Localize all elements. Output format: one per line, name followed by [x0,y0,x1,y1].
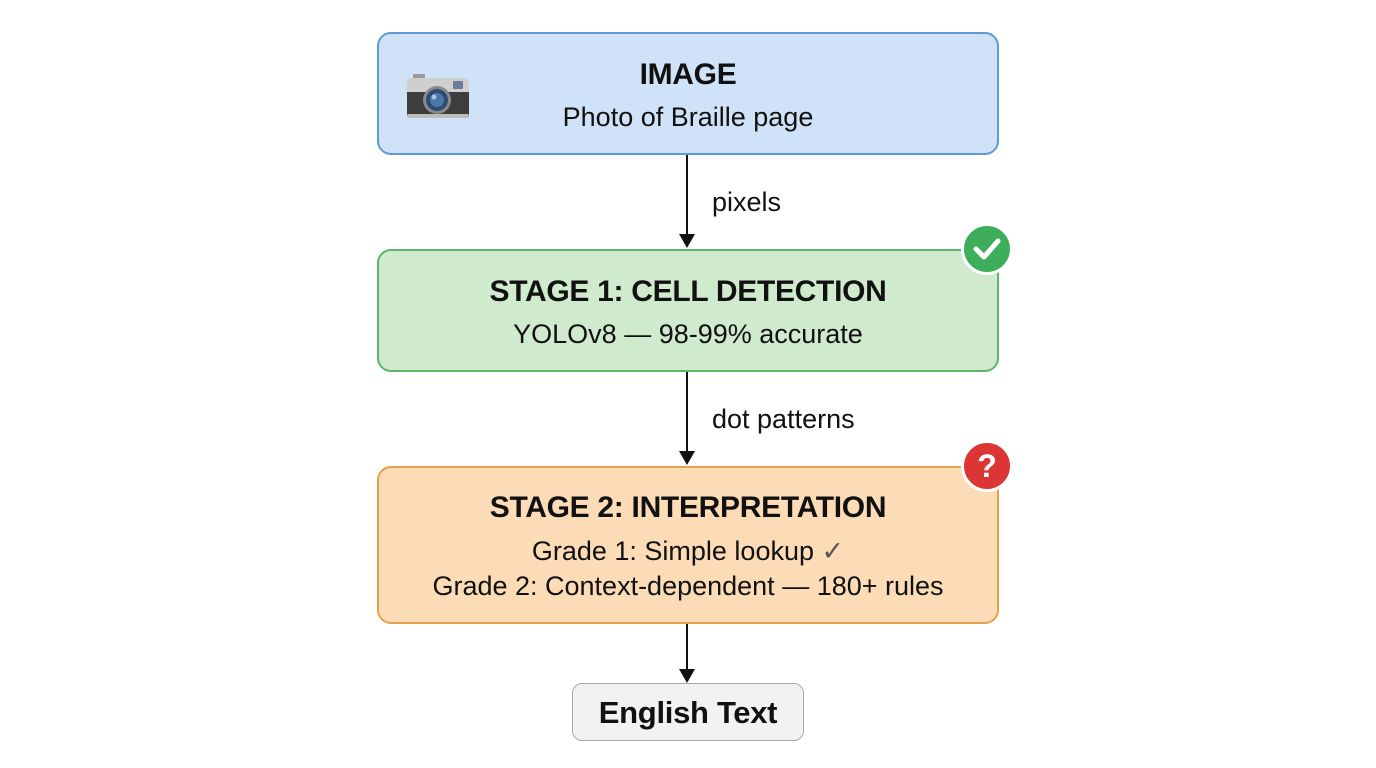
grade1-text: Grade 1: Simple lookup [531,536,814,566]
check-icon [961,223,1013,275]
camera-icon [407,74,469,118]
edge-stage2-to-output [686,624,688,670]
stage1-node: STAGE 1: CELL DETECTION YOLOv8 — 98-99% … [377,249,999,372]
edge-image-to-stage1 [686,155,688,235]
image-node-title: IMAGE [639,58,737,91]
arrowhead-icon [679,234,695,248]
arrowhead-icon [679,451,695,465]
checkmark-icon: ✓ [821,536,845,566]
stage2-title: STAGE 2: INTERPRETATION [489,491,887,524]
stage2-grade2-line: Grade 2: Context-dependent — 180+ rules [432,571,944,601]
stage1-subtitle: YOLOv8 — 98-99% accurate [513,319,863,349]
edge-label-pixels: pixels [712,187,782,217]
stage1-title: STAGE 1: CELL DETECTION [489,275,887,308]
arrowhead-icon [679,669,695,683]
output-title: English Text [598,695,778,730]
image-node-subtitle: Photo of Braille page [562,102,814,132]
stage2-node: STAGE 2: INTERPRETATION Grade 1: Simple … [377,466,999,624]
stage2-grade1-line: Grade 1: Simple lookup ✓ [379,536,997,567]
edge-label-dot-patterns: dot patterns [712,404,855,434]
image-node: IMAGE Photo of Braille page [377,32,999,155]
question-icon: ? [961,440,1013,492]
edge-stage1-to-stage2 [686,372,688,452]
output-node: English Text [572,683,804,741]
